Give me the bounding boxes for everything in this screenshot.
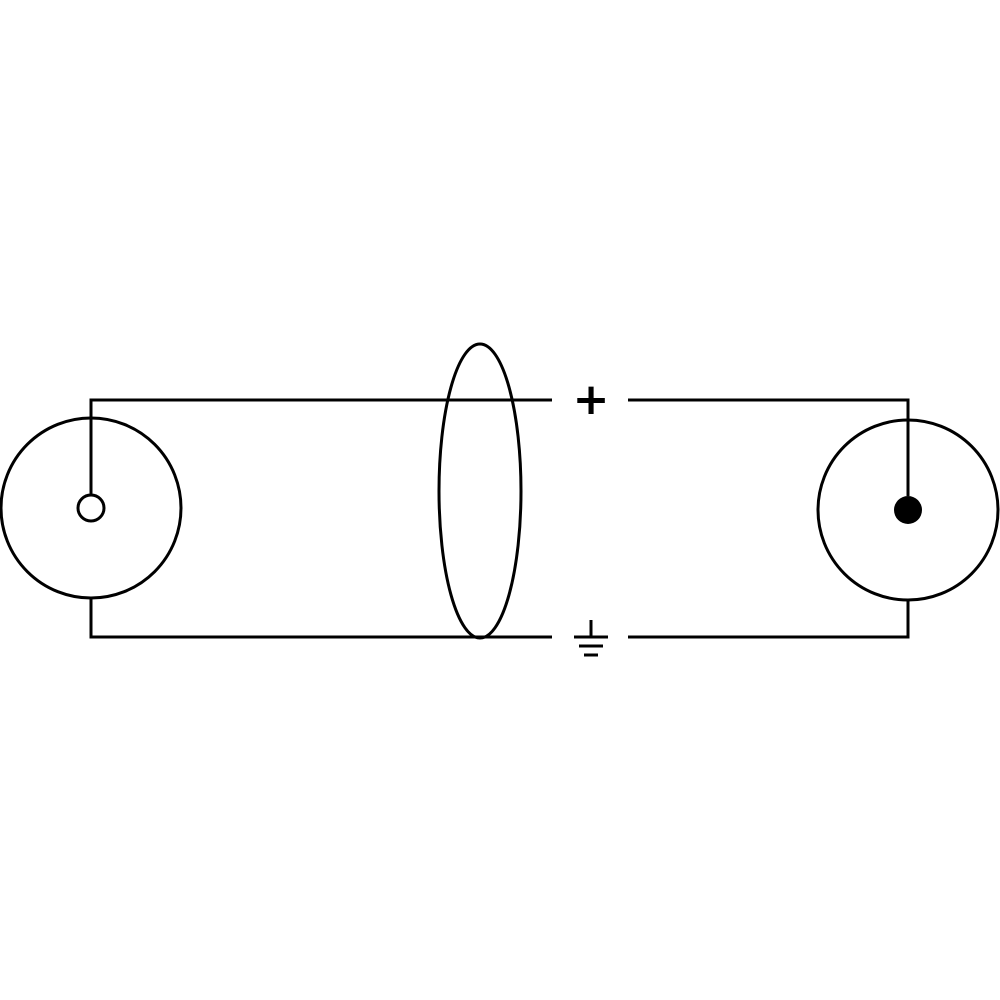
signal-wire-right [628,398,910,496]
shield-icon [437,342,523,640]
signal-polarity-label: + [573,374,610,425]
ground-wire-right [628,600,910,639]
left-connector-pin [76,493,106,523]
right-connector-pin [894,496,922,524]
signal-wire [89,398,910,496]
ground-wire-left [89,598,552,639]
ground-wire [89,598,910,639]
ground-icon [574,620,608,657]
signal-wire-left [89,398,552,495]
